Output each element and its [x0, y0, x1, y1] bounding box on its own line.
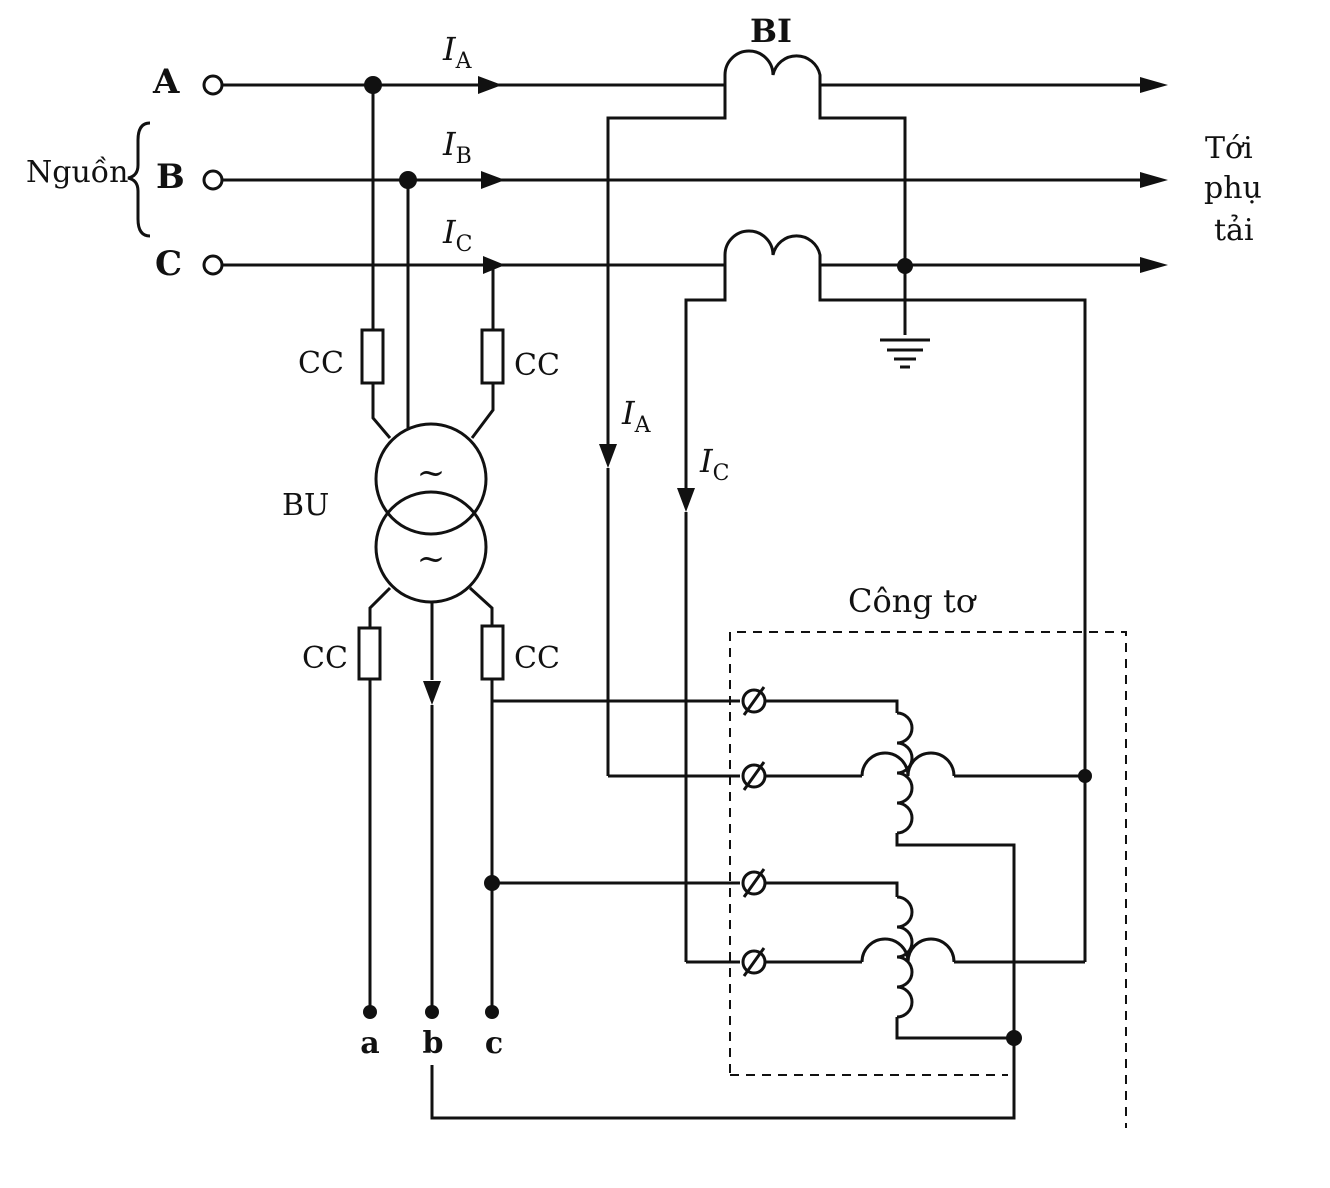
ct-phase-a [606, 49, 907, 445]
meter-terminal-3 [741, 868, 767, 898]
sec-current-c-sub: C [713, 461, 730, 486]
ct-phase-c [684, 229, 1087, 962]
label-load-3: tải [1214, 213, 1254, 248]
junction-ct-common [897, 258, 913, 274]
sec-current-a-symbol: I [621, 394, 636, 432]
label-secondary-current-a: IA [621, 394, 652, 438]
ground-icon [880, 338, 930, 369]
arrow-current-b [481, 171, 505, 189]
label-fuse-3: CC [302, 641, 348, 676]
fuse-c-primary [480, 328, 505, 385]
junction-b-meter [1006, 1030, 1022, 1046]
label-terminal-a: a [360, 1026, 379, 1061]
meter-terminal-1 [741, 686, 767, 716]
label-load-1: Tới [1205, 131, 1253, 166]
meter-terminal-2 [741, 761, 767, 791]
current-b-sub: B [456, 144, 472, 169]
energy-meter [729, 631, 1127, 1128]
label-load-2: phụ [1204, 171, 1262, 206]
arrow-secondary-c [677, 488, 695, 512]
arrow-phase-a-load [1140, 77, 1168, 93]
current-c-sub: C [456, 232, 473, 257]
terminal-b-circle [202, 169, 224, 191]
tilde-primary: ~ [417, 453, 446, 493]
label-current-b: IB [442, 125, 472, 169]
meter-element-2 [765, 881, 1085, 1046]
label-current-c: IC [442, 213, 472, 257]
fuse-a-secondary [357, 626, 382, 681]
terminal-c-circle [202, 254, 224, 276]
label-secondary-current-c: IC [699, 442, 729, 486]
label-current-a: IA [442, 30, 473, 74]
current-b-symbol: I [442, 125, 457, 163]
arrow-phase-b-load [1140, 172, 1168, 188]
label-ct: BI [750, 12, 792, 50]
phase-lines [202, 74, 1168, 276]
terminal-a-circle [202, 74, 224, 96]
current-a-sub: A [455, 49, 473, 74]
arrow-b-secondary [423, 681, 441, 705]
label-source: Nguồn [26, 155, 128, 190]
label-vt: BU [282, 488, 329, 523]
arrow-current-a [478, 76, 502, 94]
vt-secondary-wiring [357, 586, 505, 1019]
arrow-secondary-a [599, 444, 617, 468]
fuse-a-primary [360, 328, 385, 385]
sec-current-c-symbol: I [699, 442, 714, 480]
label-phase-a: A [152, 62, 180, 102]
arrow-phase-c-load [1140, 257, 1168, 273]
meter-terminal-4 [741, 947, 767, 977]
label-terminal-c: c [485, 1026, 503, 1061]
label-fuse-2: CC [514, 348, 560, 383]
label-terminal-b: b [423, 1026, 444, 1061]
label-fuse-4: CC [514, 641, 560, 676]
meter-element-1 [765, 699, 1092, 1038]
tilde-secondary: ~ [417, 539, 446, 579]
sec-current-a-sub: A [634, 413, 652, 438]
current-a-symbol: I [442, 30, 457, 68]
source-brace-icon [127, 121, 151, 238]
label-phase-c: C [155, 244, 182, 284]
vt-primary-wiring [360, 76, 505, 439]
label-meter: Công tơ [848, 582, 977, 620]
label-phase-b: B [156, 157, 185, 197]
current-c-symbol: I [442, 213, 457, 251]
label-fuse-1: CC [298, 346, 344, 381]
fuse-c-secondary [480, 624, 505, 681]
meter-wiring [430, 699, 1016, 1120]
